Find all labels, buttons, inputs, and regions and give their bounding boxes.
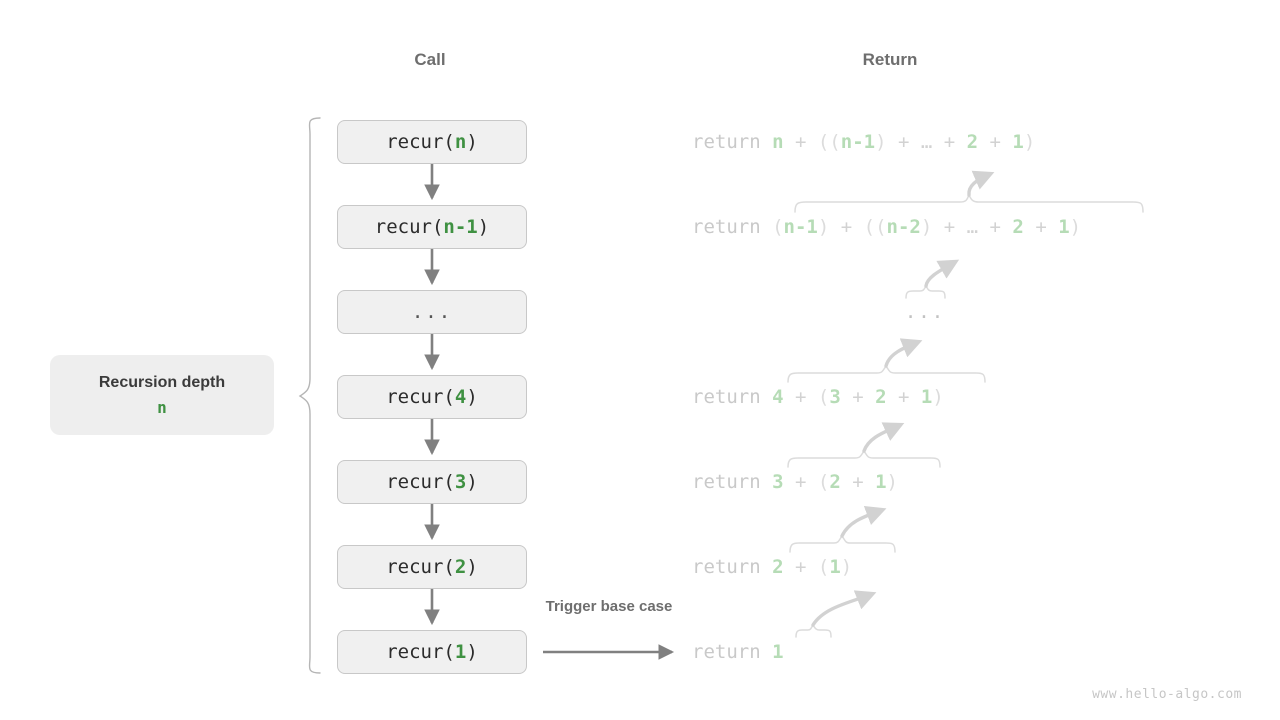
call-box-fn-name: recur( <box>386 131 455 153</box>
return-token-op: + <box>783 556 818 578</box>
return-token-num: n-2 <box>886 216 921 238</box>
return-token-paren: ) <box>920 216 933 238</box>
return-token-op: … <box>920 131 933 153</box>
return-token-kw: return <box>692 386 773 408</box>
return-token-num: 2 <box>875 386 887 408</box>
call-box-4: recur(4) <box>337 375 527 419</box>
return-token-op: + <box>886 131 921 153</box>
call-box-argument: 4 <box>454 386 467 408</box>
call-box-close-paren: ) <box>466 556 478 578</box>
return-token-num: 3 <box>772 471 784 493</box>
call-box-argument: 2 <box>454 556 467 578</box>
return-token-op: + <box>783 386 818 408</box>
call-box-n1: recur(n-1) <box>337 205 527 249</box>
return-token-op: + <box>840 386 876 408</box>
return-token-paren: (( <box>817 131 841 153</box>
return-line-1: return 1 <box>692 641 784 663</box>
return-token-num: 4 <box>772 386 784 408</box>
call-box-dots: ... <box>337 290 527 334</box>
recursion-depth-title: Recursion depth <box>98 373 226 391</box>
return-token-op: + <box>1023 216 1059 238</box>
return-token-op: + <box>840 471 876 493</box>
call-box-ellipsis: ... <box>411 301 453 323</box>
return-column-ellipsis: ... <box>904 301 946 323</box>
return-token-kw: return <box>692 216 773 238</box>
return-line-n: return n + ((n-1) + … + 2 + 1) <box>692 131 1035 153</box>
return-token-paren: ) <box>817 216 830 238</box>
call-box-fn-name: recur( <box>386 386 455 408</box>
return-token-num: 2 <box>1012 216 1024 238</box>
return-token-paren: ) <box>1023 131 1036 153</box>
call-box-n: recur(n) <box>337 120 527 164</box>
call-box-close-paren: ) <box>466 471 478 493</box>
recursion-depth-value: n <box>157 397 167 417</box>
return-token-num: 1 <box>875 471 887 493</box>
return-token-paren: ( <box>817 386 830 408</box>
return-token-paren: ( <box>817 471 830 493</box>
return-token-op: + <box>932 131 967 153</box>
return-token-paren: ) <box>840 556 853 578</box>
return-line-4: return 4 + (3 + 2 + 1) <box>692 386 944 408</box>
return-token-op: + <box>978 216 1013 238</box>
return-token-num: 2 <box>966 131 979 153</box>
return-token-paren: ) <box>1069 216 1082 238</box>
return-token-num: n-1 <box>840 131 876 153</box>
return-token-num: 1 <box>920 386 933 408</box>
return-token-op: … <box>966 216 979 238</box>
return-token-num: 3 <box>829 386 841 408</box>
return-token-op: + <box>932 216 967 238</box>
return-token-num: n-1 <box>783 216 818 238</box>
return-token-op: + <box>978 131 1013 153</box>
recursion-depth-brace <box>298 117 321 674</box>
call-box-fn-name: recur( <box>386 471 455 493</box>
return-token-num: 1 <box>772 641 784 663</box>
call-box-1: recur(1) <box>337 630 527 674</box>
return-token-num: 1 <box>1012 131 1024 153</box>
return-token-op: + <box>886 386 921 408</box>
return-token-kw: return <box>692 471 773 493</box>
return-token-num: 1 <box>1058 216 1070 238</box>
call-box-fn-name: recur( <box>386 556 455 578</box>
return-token-kw: return <box>692 131 773 153</box>
call-box-close-paren: ) <box>466 386 478 408</box>
return-token-paren: ) <box>932 386 944 408</box>
return-token-paren: ) <box>886 471 898 493</box>
call-box-argument: n-1 <box>443 216 478 238</box>
return-token-paren: (( <box>863 216 887 238</box>
return-token-num: n <box>772 131 784 153</box>
return-token-op: + <box>783 131 818 153</box>
call-box-fn-name: recur( <box>386 641 455 663</box>
column-header-call: Call <box>414 50 446 69</box>
return-token-op: + <box>829 216 864 238</box>
call-box-argument: 1 <box>454 641 467 663</box>
return-token-kw: return <box>692 556 773 578</box>
call-box-argument: n <box>454 131 467 153</box>
return-token-num: 1 <box>829 556 841 578</box>
return-token-paren: ) <box>875 131 887 153</box>
call-box-close-paren: ) <box>477 216 490 238</box>
call-box-argument: 3 <box>454 471 467 493</box>
trigger-base-case-label: Trigger base case <box>545 598 673 615</box>
return-token-paren: ( <box>817 556 830 578</box>
call-box-fn-name: recur( <box>374 216 444 238</box>
recursion-depth-box: Recursion depth n <box>50 355 274 435</box>
return-token-paren: ( <box>772 216 784 238</box>
call-box-2: recur(2) <box>337 545 527 589</box>
return-token-kw: return <box>692 641 773 663</box>
call-box-close-paren: ) <box>466 641 478 663</box>
watermark: www.hello-algo.com <box>1092 687 1242 702</box>
return-token-num: 2 <box>772 556 784 578</box>
return-token-op: + <box>783 471 818 493</box>
call-box-close-paren: ) <box>466 131 478 153</box>
column-header-return: Return <box>862 50 918 69</box>
call-box-3: recur(3) <box>337 460 527 504</box>
return-token-num: 2 <box>829 471 841 493</box>
return-line-2: return 2 + (1) <box>692 556 852 578</box>
return-line-3: return 3 + (2 + 1) <box>692 471 898 493</box>
return-line-n1: return (n-1) + ((n-2) + … + 2 + 1) <box>692 216 1081 238</box>
